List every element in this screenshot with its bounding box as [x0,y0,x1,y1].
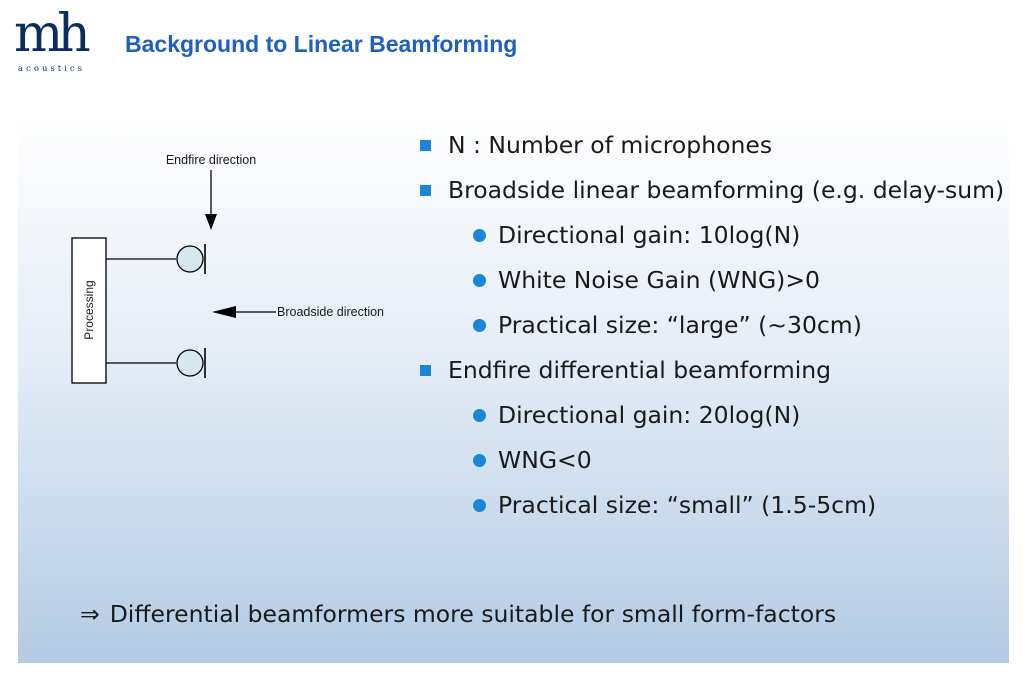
conclusion-text: Differential beamformers more suitable f… [109,600,837,628]
round-bullet-icon [473,274,486,287]
processing-box [71,237,107,384]
logo: mh acoustics [14,4,96,74]
conclusion: ⇒ Differential beamformers more suitable … [80,600,836,628]
beamforming-diagram: Endfire direction Processing Broadside d… [71,153,384,384]
list-item: Directional gain: 20log(N) [418,398,1008,432]
list-item: Directional gain: 10log(N) [418,218,1008,252]
square-bullet-icon [420,140,431,151]
slide-title: Background to Linear Beamforming [125,31,518,57]
content-panel [18,113,1009,663]
endfire-arrowhead [205,214,217,230]
broadside-label: Broadside direction [277,305,384,319]
list-item: White Noise Gain (WNG)>0 [418,263,1008,297]
microphone-top [176,245,204,273]
list-item-text: Endfire differential beamforming [448,356,832,384]
list-item: Practical size: “large” (~30cm) [418,308,1008,342]
list-item-text: N : Number of microphones [448,131,773,159]
list-item: Endfire differential beamforming [418,353,1008,387]
list-item-text: White Noise Gain (WNG)>0 [498,266,820,294]
list-item-text: WNG<0 [498,446,592,474]
round-bullet-icon [473,409,486,422]
broadside-arrowhead [212,306,236,318]
list-item: N : Number of microphones [418,128,1008,162]
microphone-bottom [176,349,204,377]
round-bullet-icon [473,454,486,467]
list-item-text: Practical size: “large” (~30cm) [498,311,862,339]
list-item: WNG<0 [418,443,1008,477]
list-item: Practical size: “small” (1.5-5cm) [418,488,1008,522]
square-bullet-icon [420,185,431,196]
list-item-text: Directional gain: 20log(N) [498,401,801,429]
round-bullet-icon [473,229,486,242]
processing-label: Processing [82,280,96,339]
list-item-text: Practical size: “small” (1.5-5cm) [498,491,877,519]
list-item-text: Directional gain: 10log(N) [498,221,801,249]
endfire-label: Endfire direction [166,153,256,167]
round-bullet-icon [473,319,486,332]
logo-subtitle: acoustics [18,64,86,74]
bullet-list: N : Number of microphones Broadside line… [418,128,1008,533]
logo-mark: mh [14,4,91,64]
implies-arrow-icon: ⇒ [80,600,100,628]
square-bullet-icon [420,365,431,376]
list-item-text: Broadside linear beamforming (e.g. delay… [448,176,1005,204]
round-bullet-icon [473,499,486,512]
list-item: Broadside linear beamforming (e.g. delay… [418,173,1008,207]
